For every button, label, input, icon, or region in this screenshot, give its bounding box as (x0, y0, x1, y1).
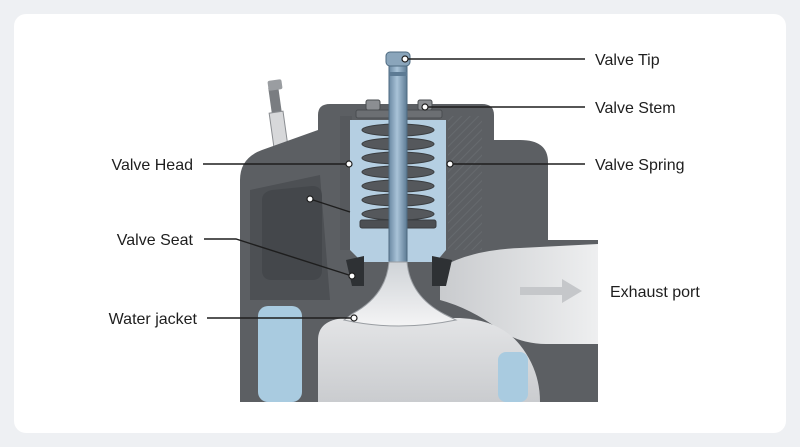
label-exhaust-port: Exhaust port (610, 284, 700, 301)
exhaust-arrow-icon (520, 279, 582, 303)
label-valve-head: Valve Head (111, 157, 193, 174)
upper-water-cavity (262, 186, 322, 280)
label-water-jacket: Water jacket (109, 311, 198, 328)
exhaust-port-passage (440, 244, 598, 344)
valve-stem (388, 55, 408, 283)
label-valve-seat: Valve Seat (117, 232, 194, 249)
leader-lines (203, 58, 585, 319)
leader-dots (306, 55, 454, 322)
water-jacket-left (258, 306, 302, 402)
valve-head (342, 261, 458, 327)
combustion-chamber (318, 318, 540, 402)
water-jacket-right (498, 352, 528, 402)
label-valve-stem: Valve Stem (595, 100, 676, 117)
label-valve-tip: Valve Tip (595, 52, 660, 69)
label-valve-spring: Valve Spring (595, 157, 685, 174)
valve-seat-right (432, 256, 452, 286)
